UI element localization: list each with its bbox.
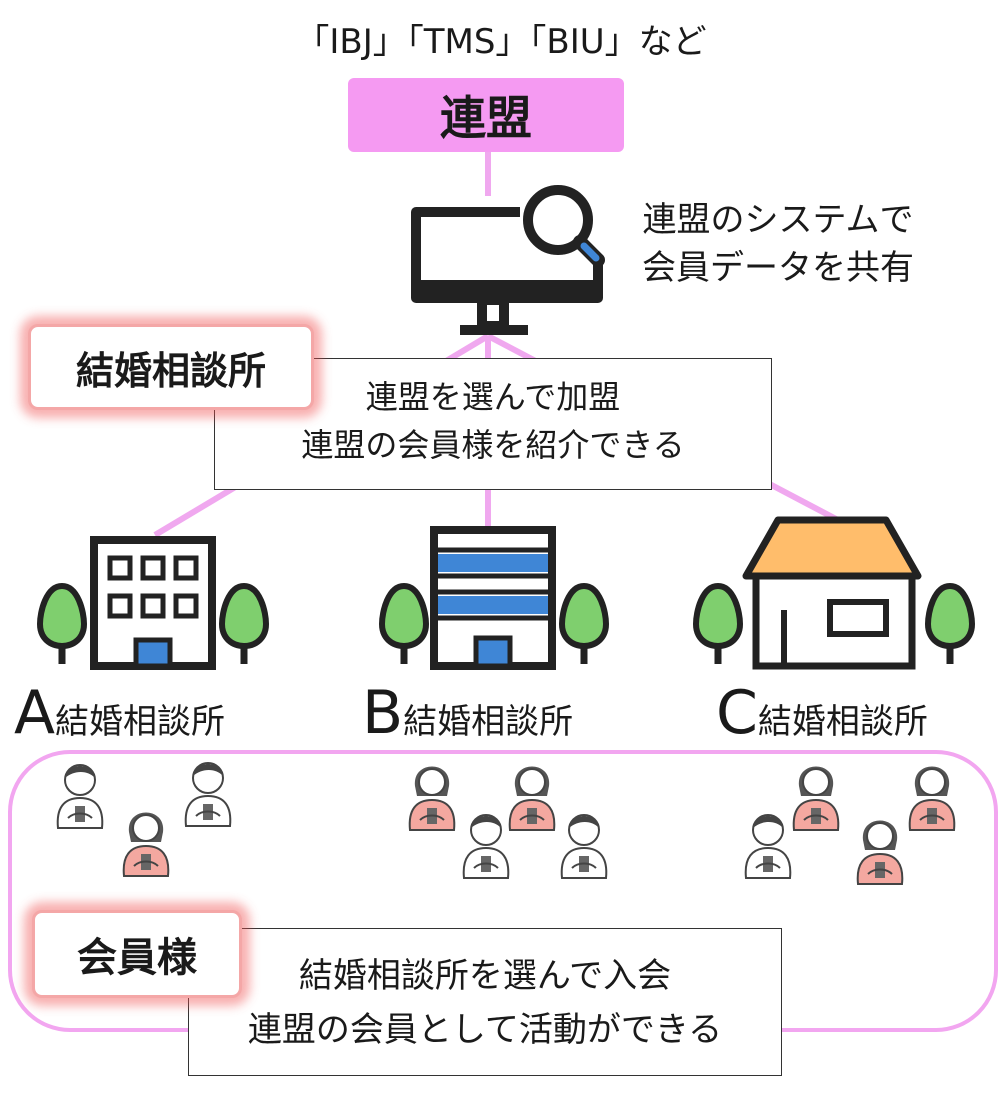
agency-label: 結婚相談所	[28, 324, 314, 410]
computer-search-icon	[411, 185, 605, 335]
house-icon	[742, 516, 922, 670]
agency-c-name: C 結婚相談所	[716, 678, 928, 748]
woman-with-phone-icon	[792, 765, 840, 831]
agency-a-name: A 結婚相談所	[14, 678, 225, 748]
woman-with-phone-icon	[908, 765, 956, 831]
person-with-phone-icon	[184, 762, 232, 827]
agency-label-text: 結婚相談所	[75, 348, 266, 393]
agency-a-text: 結婚相談所	[55, 702, 226, 742]
woman-with-phone-icon	[508, 765, 556, 831]
person-with-phone-icon	[462, 814, 510, 879]
federation-box: 連盟	[348, 78, 624, 152]
member-desc-line-1: 結婚相談所を選んで入会	[298, 956, 672, 996]
agency-b-letter: B	[362, 678, 403, 748]
tree-icon	[928, 586, 972, 664]
office-building-icon	[90, 536, 216, 670]
woman-with-phone-icon	[122, 811, 170, 877]
system-description: 連盟のシステムで 会員データを共有	[628, 196, 928, 292]
person-with-phone-icon	[744, 814, 792, 879]
agency-b-text: 結婚相談所	[403, 702, 574, 742]
person-with-phone-icon	[56, 764, 104, 829]
federation-label: 連盟	[440, 91, 532, 145]
federation-list: 「IBJ」「TMS」「BIU」など	[295, 22, 707, 62]
woman-with-phone-icon	[856, 819, 904, 885]
agency-b-name: B 結婚相談所	[362, 678, 573, 748]
tree-icon	[40, 586, 84, 664]
system-line-2: 会員データを共有	[642, 248, 914, 288]
agency-c-text: 結婚相談所	[757, 702, 928, 742]
agency-a-letter: A	[14, 678, 55, 748]
system-line-1: 連盟のシステムで	[642, 200, 914, 240]
member-label: 会員様	[32, 910, 242, 998]
member-desc-line-2: 連盟の会員として活動ができる	[247, 1010, 723, 1050]
agency-desc-line-2: 連盟の会員様を紹介できる	[301, 426, 685, 464]
agency-description-box: 連盟を選んで加盟 連盟の会員様を紹介できる	[214, 358, 772, 490]
striped-building-icon	[430, 526, 556, 670]
tree-icon	[562, 586, 606, 664]
person-with-phone-icon	[560, 814, 608, 879]
woman-with-phone-icon	[408, 765, 456, 831]
tree-icon	[696, 586, 740, 664]
member-description-box: 結婚相談所を選んで入会 連盟の会員として活動ができる	[188, 928, 782, 1076]
tree-icon	[382, 586, 426, 664]
agency-c-letter: C	[716, 678, 758, 748]
tree-icon	[222, 586, 266, 664]
member-label-text: 会員様	[77, 935, 197, 981]
agency-desc-line-1: 連盟を選んで加盟	[365, 378, 621, 416]
